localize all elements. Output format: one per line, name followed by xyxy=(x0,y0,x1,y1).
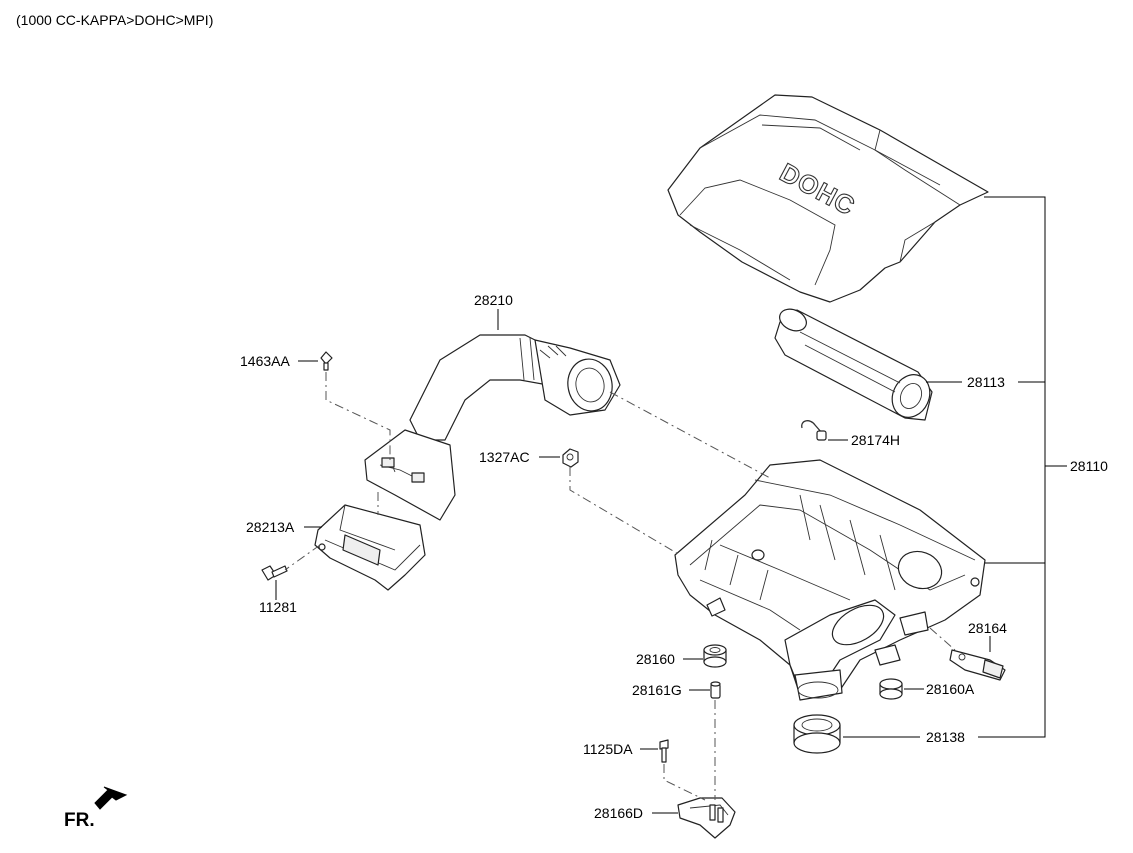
callout-28138: 28138 xyxy=(926,729,965,745)
callout-1125da: 1125DA xyxy=(583,741,633,757)
seal-ring-part xyxy=(793,714,841,754)
callout-1463aa: 1463AA xyxy=(240,353,290,369)
callout-28110: 28110 xyxy=(1070,458,1108,474)
bracket-part xyxy=(314,504,426,591)
bolt-11281-part xyxy=(261,565,288,581)
callout-28174h: 28174H xyxy=(851,432,900,448)
callout-28113: 28113 xyxy=(967,374,1005,390)
air-filter-element-part xyxy=(774,308,933,421)
clip-1463aa-part xyxy=(320,351,333,371)
callout-1327ac: 1327AC xyxy=(479,449,530,465)
assembly-centerlines xyxy=(284,372,956,801)
front-label: FR. xyxy=(64,810,95,831)
model-path-header: (1000 CC-KAPPA>DOHC>MPI) xyxy=(16,12,214,28)
callout-28210: 28210 xyxy=(474,292,513,308)
callout-28166d: 28166D xyxy=(594,805,643,821)
bolt-1125da-part xyxy=(659,739,669,763)
nut-1327ac-part xyxy=(562,448,579,468)
intake-hose-part xyxy=(364,334,621,521)
leader-lines xyxy=(275,196,1067,814)
bracket-28166d-part xyxy=(677,797,736,839)
engine-cover-part: DOHC xyxy=(667,94,989,303)
grommet-28160-part xyxy=(703,644,727,668)
pin-28161g-part xyxy=(710,681,721,699)
callout-28160: 28160 xyxy=(636,651,675,667)
hose-clip-part xyxy=(801,420,827,441)
callout-11281: 11281 xyxy=(259,599,297,615)
front-direction-marker: FR. xyxy=(64,786,128,831)
air-flow-sensor-part xyxy=(949,649,1006,681)
callout-28213a: 28213A xyxy=(246,519,295,535)
air-cleaner-housing-part xyxy=(674,459,986,701)
callout-28161g: 28161G xyxy=(632,682,682,698)
callout-28164: 28164 xyxy=(968,620,1007,636)
callout-labels: 28210 1463AA 1327AC 28213A 11281 28113 2… xyxy=(240,292,1108,821)
grommet-28160a-part xyxy=(879,678,903,700)
callout-28160a: 28160A xyxy=(926,681,975,697)
front-arrow-icon xyxy=(94,786,128,810)
